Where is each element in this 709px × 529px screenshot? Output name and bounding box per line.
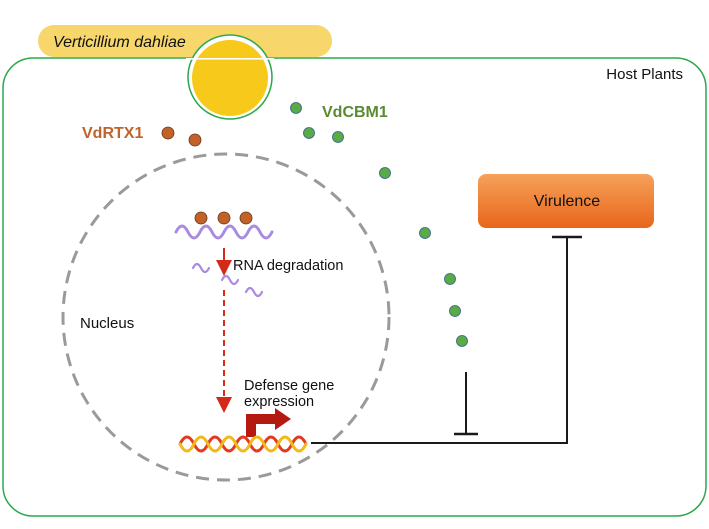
- dna-helix-icon: [178, 435, 308, 453]
- defense-label-line1: Defense gene: [244, 378, 334, 394]
- cbm-dot-icon: [303, 127, 315, 139]
- rtx-dot-icon: [217, 211, 231, 225]
- rna-degradation-label: RNA degradation: [233, 258, 343, 274]
- cbm-dot-icon: [332, 131, 344, 143]
- cbm-dot-icon: [419, 227, 431, 239]
- host-wall-gap: [186, 58, 274, 60]
- rtx-dot-icon: [188, 133, 202, 147]
- dna-helix-icon-strand2: [178, 435, 308, 453]
- virulence-label: Virulence: [534, 193, 601, 210]
- rtx-dot-icon: [194, 211, 208, 225]
- rna-fragment-icon: [191, 262, 211, 274]
- rna-fragment-icon: [244, 286, 264, 298]
- cbm-label: VdCBM1: [322, 104, 388, 121]
- cbm-dot-icon: [290, 102, 302, 114]
- promoter-arrow-icon: [246, 408, 291, 437]
- rtx-label: VdRTX1: [82, 125, 143, 142]
- cbm-dot-icon: [379, 167, 391, 179]
- nucleus-border: [61, 152, 391, 482]
- rna-fragment-icon: [220, 274, 240, 286]
- defense-label-line2: expression: [244, 394, 314, 410]
- cbm-dot-icon: [456, 335, 468, 347]
- cbm-dot-icon: [449, 305, 461, 317]
- cbm-dot-icon: [444, 273, 456, 285]
- rtx-dot-icon: [239, 211, 253, 225]
- host-cell-border: [2, 57, 707, 517]
- nucleus-label: Nucleus: [80, 315, 134, 332]
- rtx-dot-icon: [161, 126, 175, 140]
- virulence-box: [478, 174, 654, 228]
- defense-to-virulence-line: [311, 237, 568, 444]
- pathogen-cell-icon: [192, 40, 268, 116]
- pathogen-label: Verticillium dahliae: [53, 34, 186, 51]
- host-label: Host Plants: [606, 66, 683, 83]
- rna-strand-icon: [174, 224, 274, 240]
